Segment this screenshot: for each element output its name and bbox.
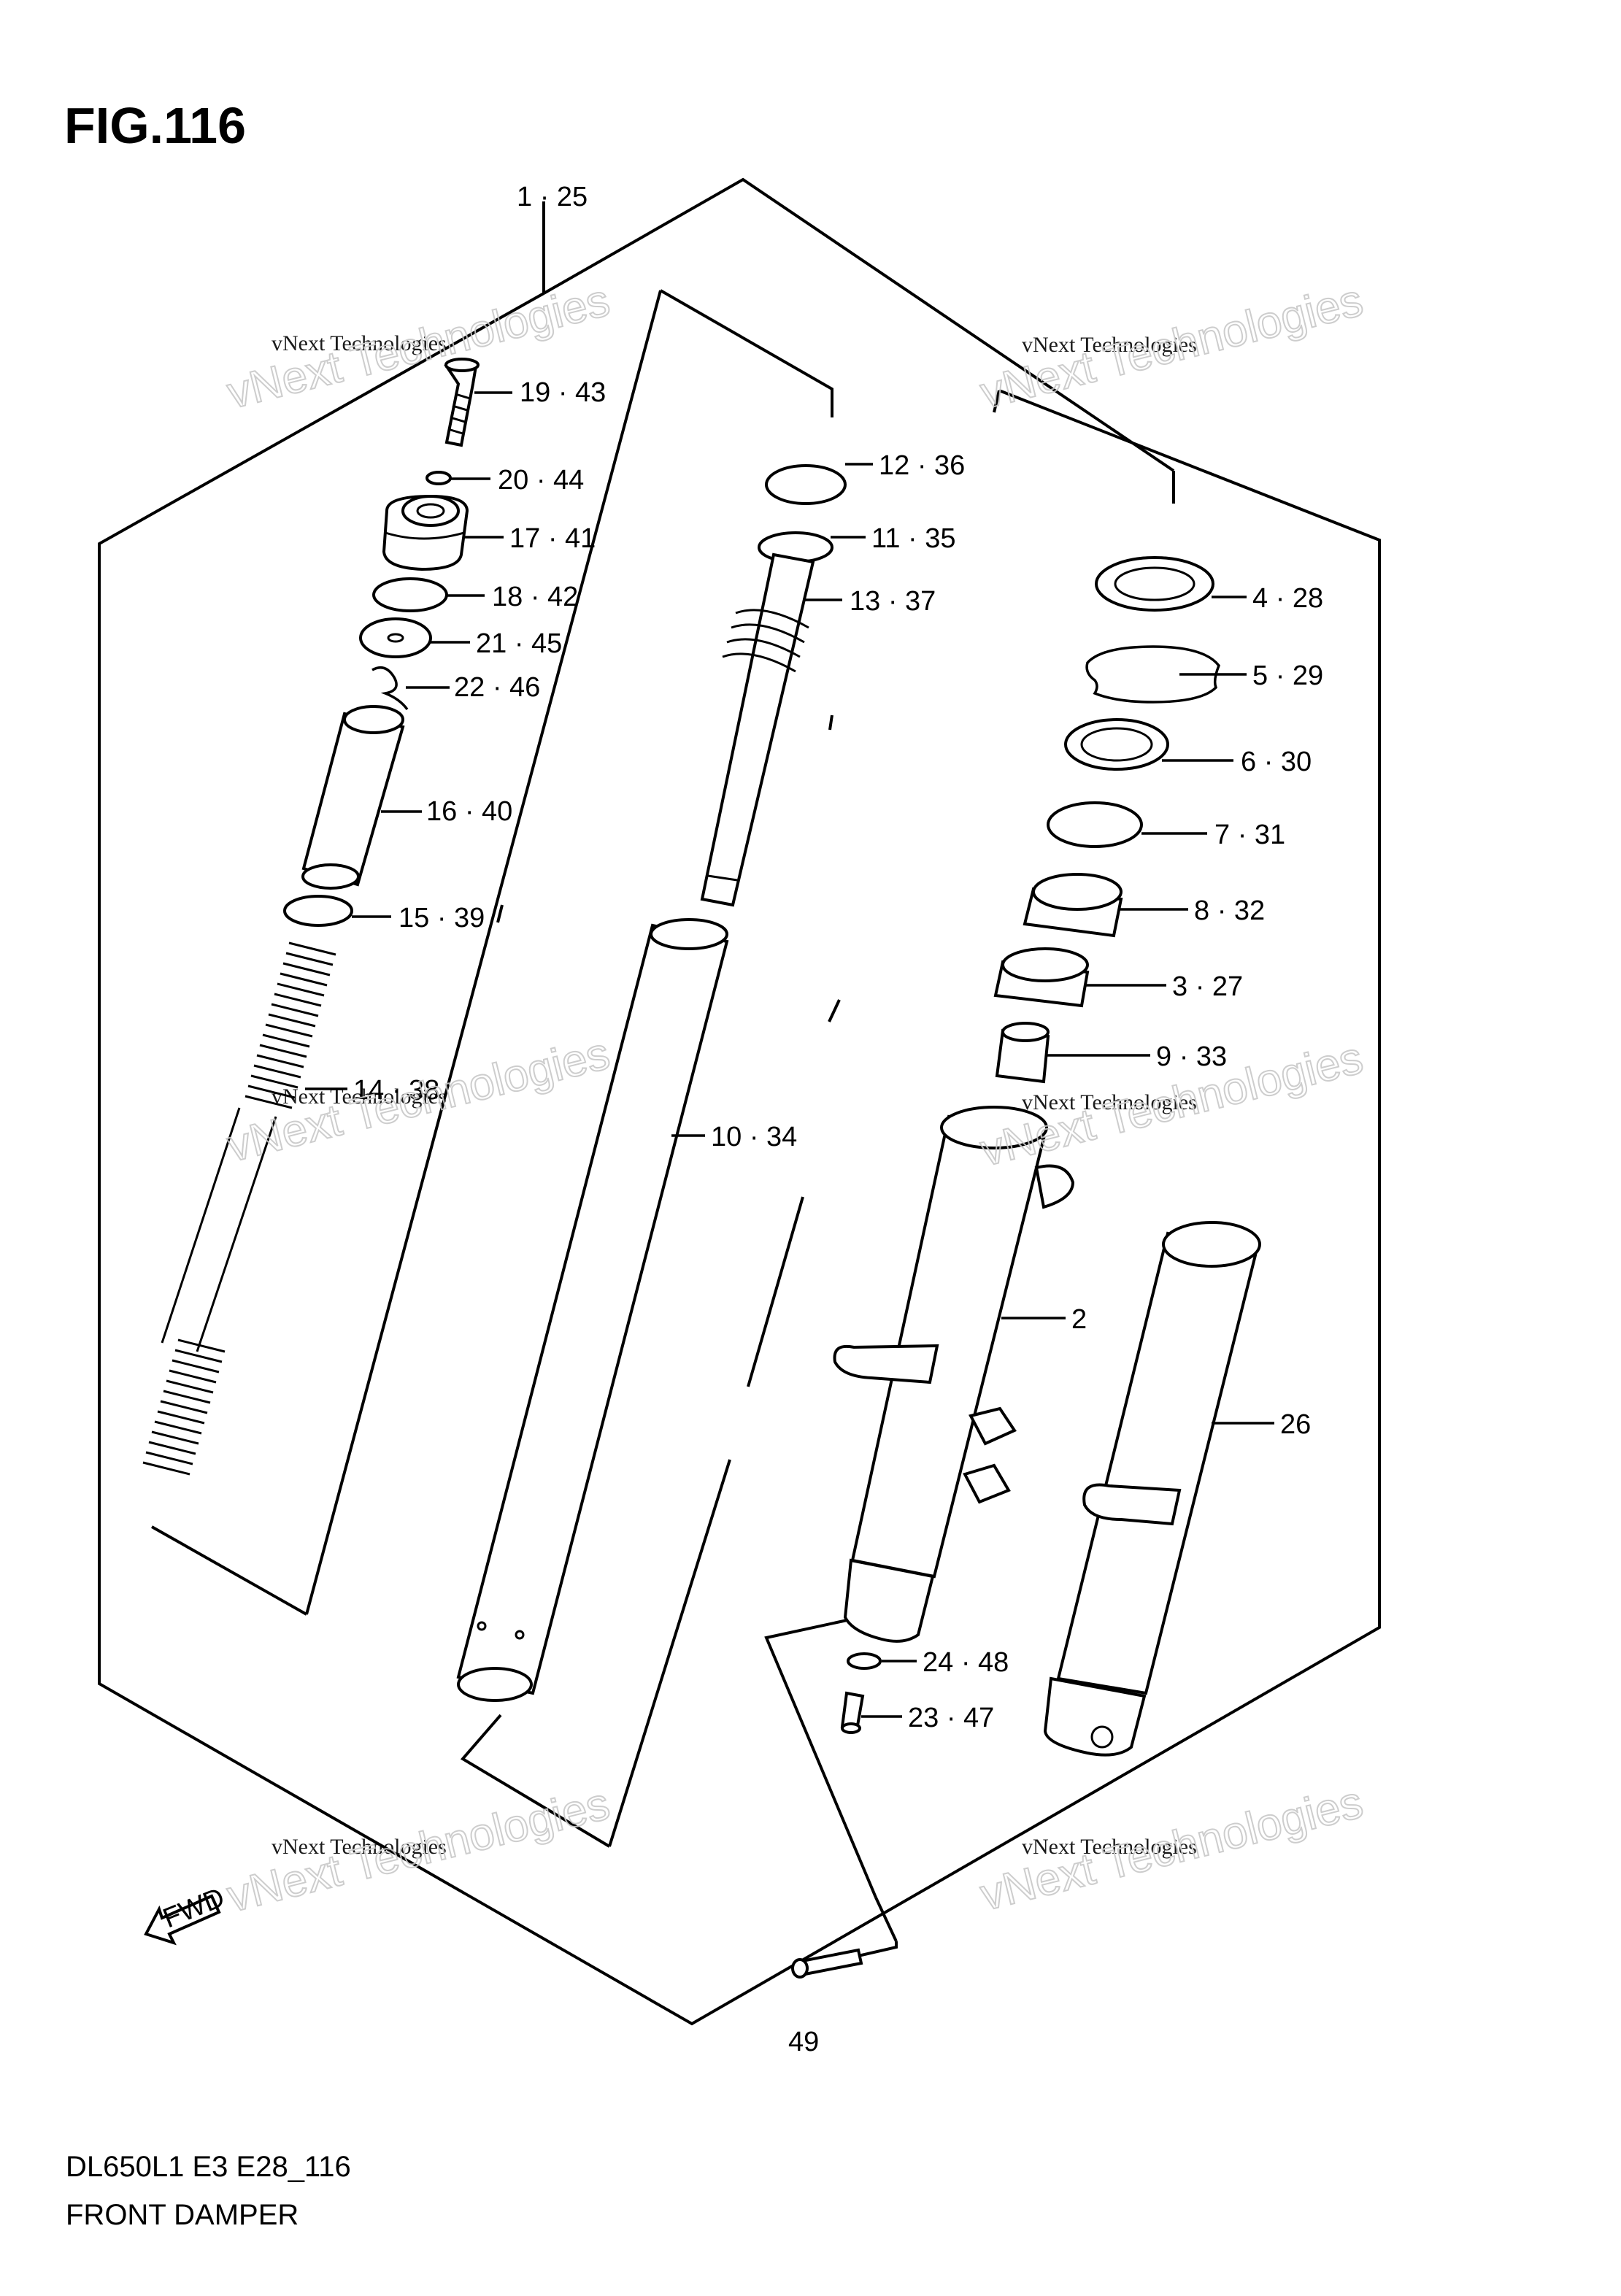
watermark-text: vNext Technologies xyxy=(1022,1090,1197,1114)
boundary-spring-group xyxy=(151,289,833,1616)
part-10-inner-tube xyxy=(456,918,729,1702)
part-3-slide-metal xyxy=(993,947,1090,1008)
part-18-oring xyxy=(372,577,448,612)
part-21-washer xyxy=(359,617,432,658)
watermark-text: vNext Technologies xyxy=(272,1085,447,1109)
fwd-arrow-icon: FWD xyxy=(144,1882,229,1946)
callout-8-32: 8 · 32 xyxy=(1194,895,1265,926)
part-49-axle-bolt xyxy=(791,1948,863,1979)
part-24-gasket xyxy=(847,1652,882,1670)
part-5-stopper-ring xyxy=(1085,645,1220,704)
part-9-oil-lock xyxy=(995,1022,1050,1084)
callout-14-38: 14 · 38 xyxy=(353,1075,439,1106)
fwd-label: FWD xyxy=(159,1882,229,1934)
callout-22-46: 22 · 46 xyxy=(454,672,540,703)
model-code: DL650L1 E3 E28_116 xyxy=(66,2151,351,2183)
callout-21-45: 21 · 45 xyxy=(476,628,562,659)
part-4-dust-seal xyxy=(1095,556,1214,612)
part-23-bolt xyxy=(840,1691,865,1734)
part-15-washer xyxy=(283,895,353,927)
watermark-text: vNext Technologies xyxy=(1022,1835,1197,1859)
watermark-text: vNext Technologies xyxy=(272,1835,447,1859)
callout-13-37: 13 · 37 xyxy=(850,586,936,617)
callout-16-40: 16 · 40 xyxy=(426,796,512,827)
callout-10-34: 10 · 34 xyxy=(711,1122,797,1152)
callout-2: 2 xyxy=(1071,1304,1087,1335)
callout-15-39: 15 · 39 xyxy=(398,903,485,933)
part-14-fork-spring xyxy=(142,941,336,1476)
part-2-outer-tube-left xyxy=(833,1106,1075,1643)
callout-7-31: 7 · 31 xyxy=(1214,820,1285,850)
callout-6-30: 6 · 30 xyxy=(1241,747,1312,777)
part-19-bolt xyxy=(444,358,480,447)
callout-5-29: 5 · 29 xyxy=(1252,660,1323,691)
callout-12-36: 12 · 36 xyxy=(879,450,965,481)
callouts: 1 · 25 19 · 43 20 · 44 17 · 41 18 · 42 2… xyxy=(353,182,1323,2057)
watermark-text: vNext Technologies xyxy=(1022,333,1197,357)
callout-17-41: 17 · 41 xyxy=(509,523,596,554)
figure-title: FIG.116 xyxy=(64,97,246,154)
part-22-clip xyxy=(371,666,409,711)
part-7-retainer xyxy=(1047,801,1143,848)
watermark-text: vNext Technologies xyxy=(272,331,447,355)
leader-lines xyxy=(305,391,1274,1718)
part-6-oil-seal xyxy=(1064,718,1169,771)
callout-3-27: 3 · 27 xyxy=(1172,971,1243,1002)
boundary-inner-tube-group xyxy=(460,714,841,1848)
callout-9-33: 9 · 33 xyxy=(1156,1041,1227,1072)
part-20-oring xyxy=(426,471,452,485)
callout-23-47: 23 · 47 xyxy=(908,1703,994,1733)
callout-20-44: 20 · 44 xyxy=(498,465,584,496)
part-8-guide-metal xyxy=(1023,873,1123,938)
callout-19-43: 19 · 43 xyxy=(520,377,606,408)
callout-49: 49 xyxy=(788,2027,819,2057)
part-12-ring xyxy=(765,464,847,505)
callout-24-48: 24 · 48 xyxy=(923,1647,1009,1678)
part-11-damper-rod xyxy=(700,531,833,907)
part-17-cap xyxy=(382,494,469,571)
callout-18-42: 18 · 42 xyxy=(492,582,578,612)
part-16-spacer-tube xyxy=(301,705,405,890)
callout-1-25: 1 · 25 xyxy=(517,182,588,212)
section-name: FRONT DAMPER xyxy=(66,2199,299,2231)
callout-4-28: 4 · 28 xyxy=(1252,583,1323,614)
part-26-outer-tube-right xyxy=(1043,1221,1261,1757)
assembly-boundary-outer xyxy=(98,177,1381,2026)
callout-26: 26 xyxy=(1280,1409,1311,1440)
callout-11-35: 11 · 35 xyxy=(871,523,955,554)
